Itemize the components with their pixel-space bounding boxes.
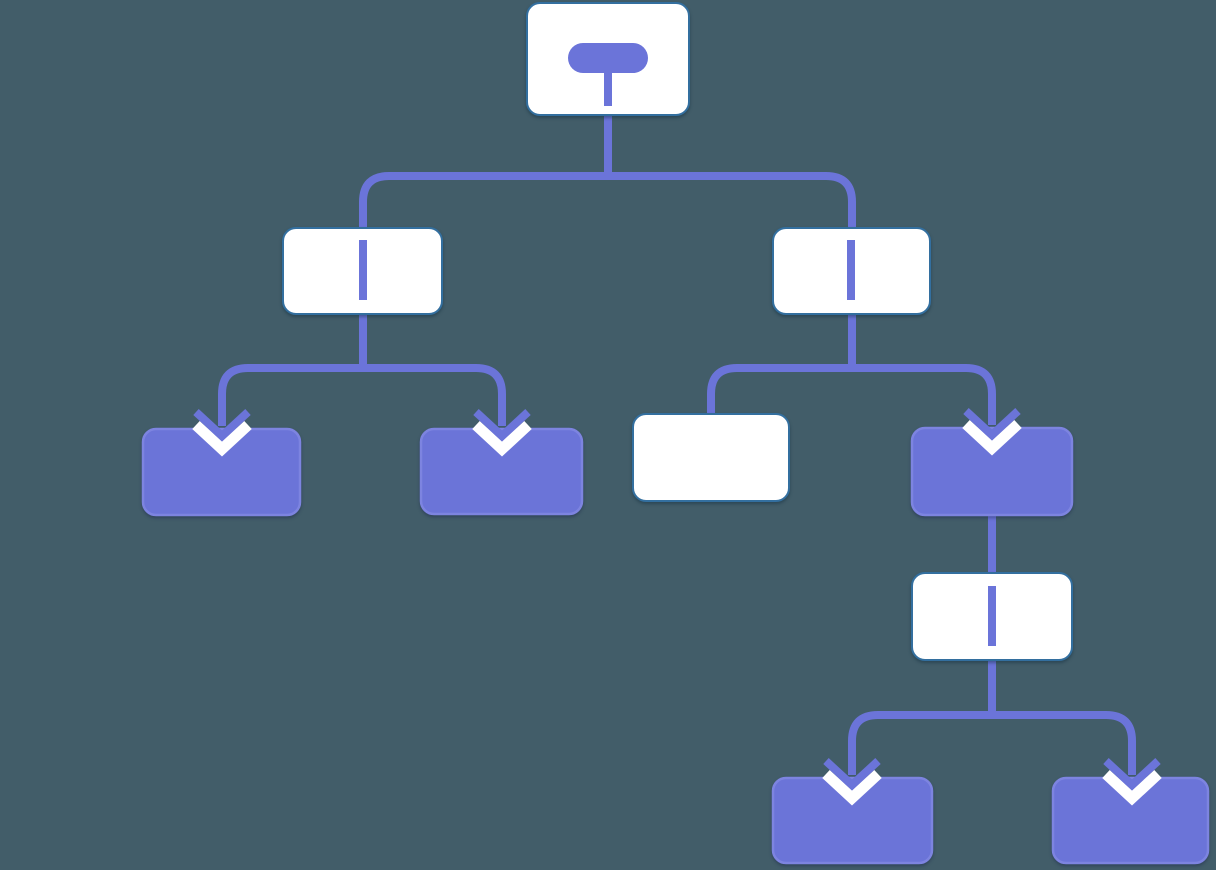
chevron-white: [822, 769, 882, 806]
tree-node-leaf-bottom-1[interactable]: [771, 776, 934, 865]
chevron-purple: [823, 758, 881, 791]
chevron-purple: [193, 409, 251, 442]
connector-edge-fork-left: [218, 364, 506, 426]
chevron-purple: [1103, 758, 1161, 791]
tree-node-leaf-left-2[interactable]: [419, 427, 584, 516]
double-chevron-arrow-icon: [822, 758, 882, 806]
chevron-purple: [473, 409, 531, 442]
double-chevron-arrow-icon: [472, 409, 532, 457]
double-chevron-arrow-icon: [962, 408, 1022, 456]
tree-node-child-blank[interactable]: [632, 413, 790, 502]
tree-node-leaf-right[interactable]: [910, 426, 1074, 517]
connector-edge-fork-right: [707, 364, 996, 425]
chevron-white: [1102, 769, 1162, 806]
double-chevron-arrow-icon: [192, 409, 252, 457]
chevron-white: [472, 420, 532, 457]
tree-node-leaf-left-1[interactable]: [141, 427, 302, 517]
tree-node-leaf-bottom-2[interactable]: [1051, 776, 1210, 865]
connector-edge-fork-level1: [359, 172, 856, 228]
double-chevron-arrow-icon: [1102, 758, 1162, 806]
chevron-white: [192, 420, 252, 457]
chevron-white: [962, 419, 1022, 456]
chevron-purple: [963, 408, 1021, 441]
pill-shape: [568, 43, 648, 73]
connector-edge-fork-bottom: [848, 711, 1136, 775]
pill-root-icon: [568, 43, 648, 106]
